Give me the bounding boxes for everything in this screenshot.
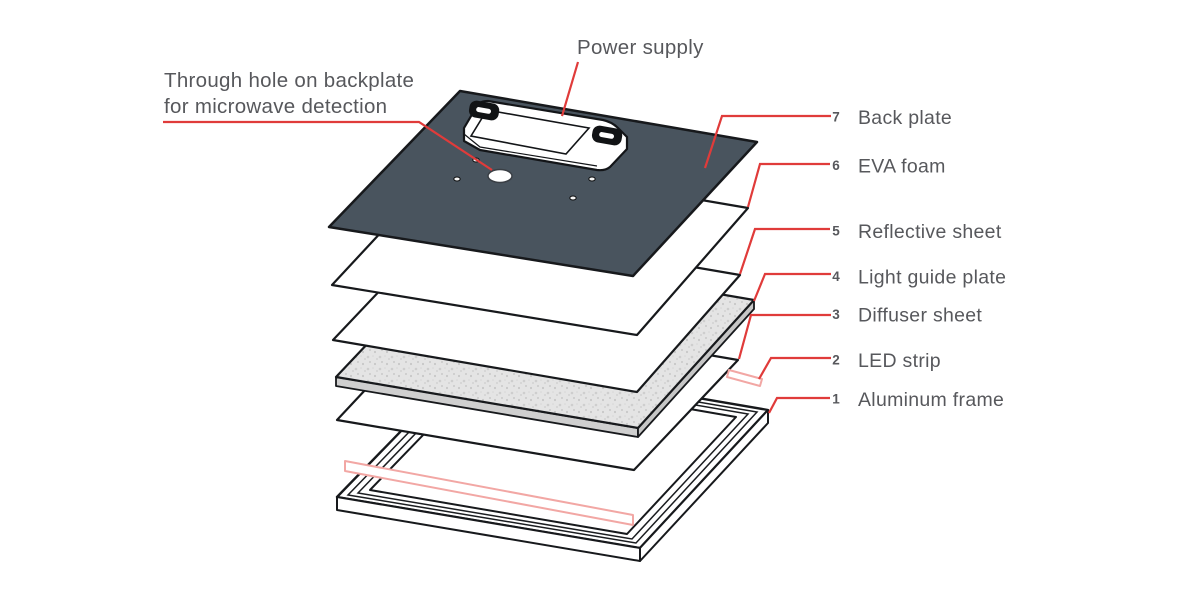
part-number: 7: [832, 110, 840, 125]
part-label-light-guide-plate: Light guide plate: [858, 267, 1006, 289]
leader-line-2: [758, 356, 831, 380]
part-callouts: 7 Back plate 6 EVA foam 5 Reflective she…: [832, 107, 1006, 411]
through-hole-label-line1: Through hole on backplate: [164, 69, 414, 92]
part-label-back-plate: Back plate: [858, 107, 952, 129]
part-number: 1: [832, 392, 840, 407]
part-label-diffuser-sheet: Diffuser sheet: [858, 305, 982, 327]
led-strip: [344, 460, 634, 526]
screw-hole: [453, 176, 461, 182]
frame-thickness-right: [639, 409, 769, 562]
part-label-reflective-sheet: Reflective sheet: [858, 221, 1002, 243]
power-supply-tab-right: [591, 125, 623, 146]
leader-line-power-supply: [560, 61, 580, 117]
power-supply-lid: [469, 109, 591, 155]
back-plate-face: [327, 89, 759, 278]
part-number: 6: [832, 158, 840, 173]
part-label-led-strip: LED strip: [858, 350, 941, 372]
power-supply-seam: [463, 133, 598, 167]
part-number: 4: [832, 269, 840, 284]
leader-line-7: [703, 114, 831, 169]
part-number: 2: [832, 353, 840, 368]
power-supply-tab-left: [468, 100, 500, 121]
screw-hole: [569, 195, 577, 201]
leader-line-3: [737, 313, 831, 360]
led-strip-edge: [726, 369, 763, 387]
part-label-eva-foam: EVA foam: [858, 156, 946, 178]
power-supply-label: Power supply: [577, 36, 704, 59]
part-label-aluminum-frame: Aluminum frame: [858, 389, 1004, 411]
leader-line-1: [768, 396, 830, 414]
leader-line-4: [752, 272, 831, 302]
leader-line-5: [738, 227, 830, 275]
leader-line-through-hole: [163, 120, 493, 171]
power-supply: [462, 99, 629, 172]
back-plate-layer: [327, 89, 759, 278]
leader-line-6: [746, 162, 830, 208]
part-number: 3: [832, 307, 840, 322]
part-number: 5: [832, 224, 840, 239]
through-hole: [487, 168, 513, 184]
through-hole-label-line2: for microwave detection: [164, 95, 387, 118]
screw-hole: [588, 176, 596, 182]
